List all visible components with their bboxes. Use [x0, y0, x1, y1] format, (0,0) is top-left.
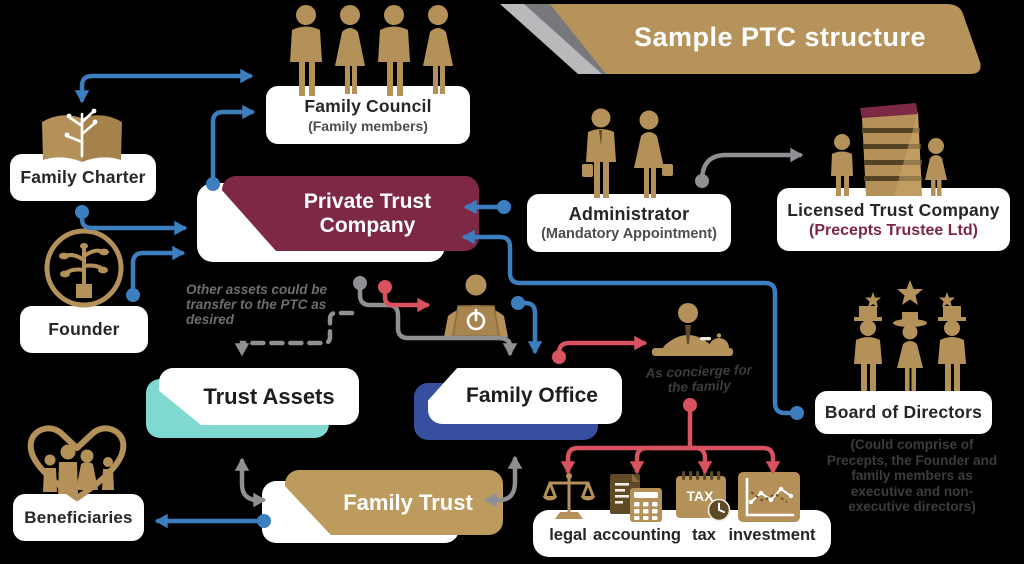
arrow-ptc-to-family-council	[210, 104, 256, 187]
private-trust-company-box: Private Trust Company	[222, 176, 479, 251]
service-label-legal: legal	[549, 526, 587, 544]
service-label-investment: investment	[728, 526, 816, 544]
founder-box: Founder	[20, 306, 148, 353]
founder-label: Founder	[48, 319, 120, 339]
administrator-subtitle: (Mandatory Appointment)	[541, 226, 717, 242]
licensed-trust-company-title: Licensed Trust Company	[787, 199, 1000, 220]
two-people-briefcase-icon	[582, 108, 673, 198]
administrator-box: Administrator (Mandatory Appointment)	[527, 194, 731, 252]
banner-ribbon	[500, 4, 981, 74]
arrow-trust-assets-family-trust	[234, 457, 267, 508]
family-charter-box: Family Charter	[10, 154, 156, 201]
open-book-tree-icon	[42, 108, 122, 162]
three-directors-stars-icon	[854, 280, 966, 391]
beneficiaries-box: Beneficiaries	[13, 494, 144, 541]
family-office-label: Family Office	[466, 384, 598, 407]
family-trust-label: Family Trust	[343, 489, 473, 515]
family-council-title: Family Council	[304, 96, 432, 116]
board-composition-note: (Could comprise of Precepts, the Founder…	[826, 437, 998, 515]
board-of-directors-label: Board of Directors	[824, 402, 983, 422]
tree-in-circle-icon	[44, 228, 124, 308]
concierge-note: As concierge for the family	[645, 362, 753, 396]
scales-icon	[543, 473, 595, 519]
calculator-icon	[610, 474, 662, 522]
person-laptop-power-icon	[444, 274, 508, 337]
licensed-trust-company-box: Licensed Trust Company (Precepts Trustee…	[777, 188, 1010, 251]
arrow-founder-to-ptc	[130, 245, 186, 298]
arrow-ptc-to-office-icon	[382, 284, 431, 313]
heart-family-icon	[27, 425, 127, 501]
concierge-desk-bell-icon	[652, 303, 733, 356]
family-council-subtitle: (Family members)	[308, 118, 428, 134]
trust-assets-label: Trust Assets	[203, 383, 335, 409]
banner-title: Sample PTC structure	[633, 22, 927, 52]
beneficiaries-label: Beneficiaries	[24, 507, 133, 527]
service-label-accounting: accounting	[592, 526, 682, 544]
arrow-concierge-to-legal	[560, 445, 693, 475]
investment-chart-icon	[738, 472, 800, 522]
office-building-icon	[831, 103, 947, 196]
arrow-family-office-to-concierge	[556, 335, 648, 360]
administrator-title: Administrator	[568, 204, 690, 224]
family-office-box: Family Office	[428, 368, 622, 424]
family-trust-box: Family Trust	[285, 470, 503, 535]
private-trust-company-label: Private Trust Company	[303, 189, 432, 237]
family-charter-label: Family Charter	[20, 167, 146, 187]
licensed-trust-company-subtitle: (Precepts Trustee Ltd)	[809, 221, 978, 239]
trust-assets-box: Trust Assets	[159, 368, 359, 425]
tax-icon-text: TAX	[687, 488, 715, 504]
tax-calendar-icon: TAX	[676, 471, 731, 522]
family-members-icon	[290, 5, 453, 96]
other-assets-note: Other assets could be transfer to the PT…	[186, 282, 328, 328]
service-label-tax: tax	[692, 526, 716, 544]
board-of-directors-box: Board of Directors	[815, 391, 992, 434]
arrow-office-icon-to-family-office	[515, 300, 543, 355]
arrow-administrator-to-licensed-trust	[699, 147, 804, 184]
